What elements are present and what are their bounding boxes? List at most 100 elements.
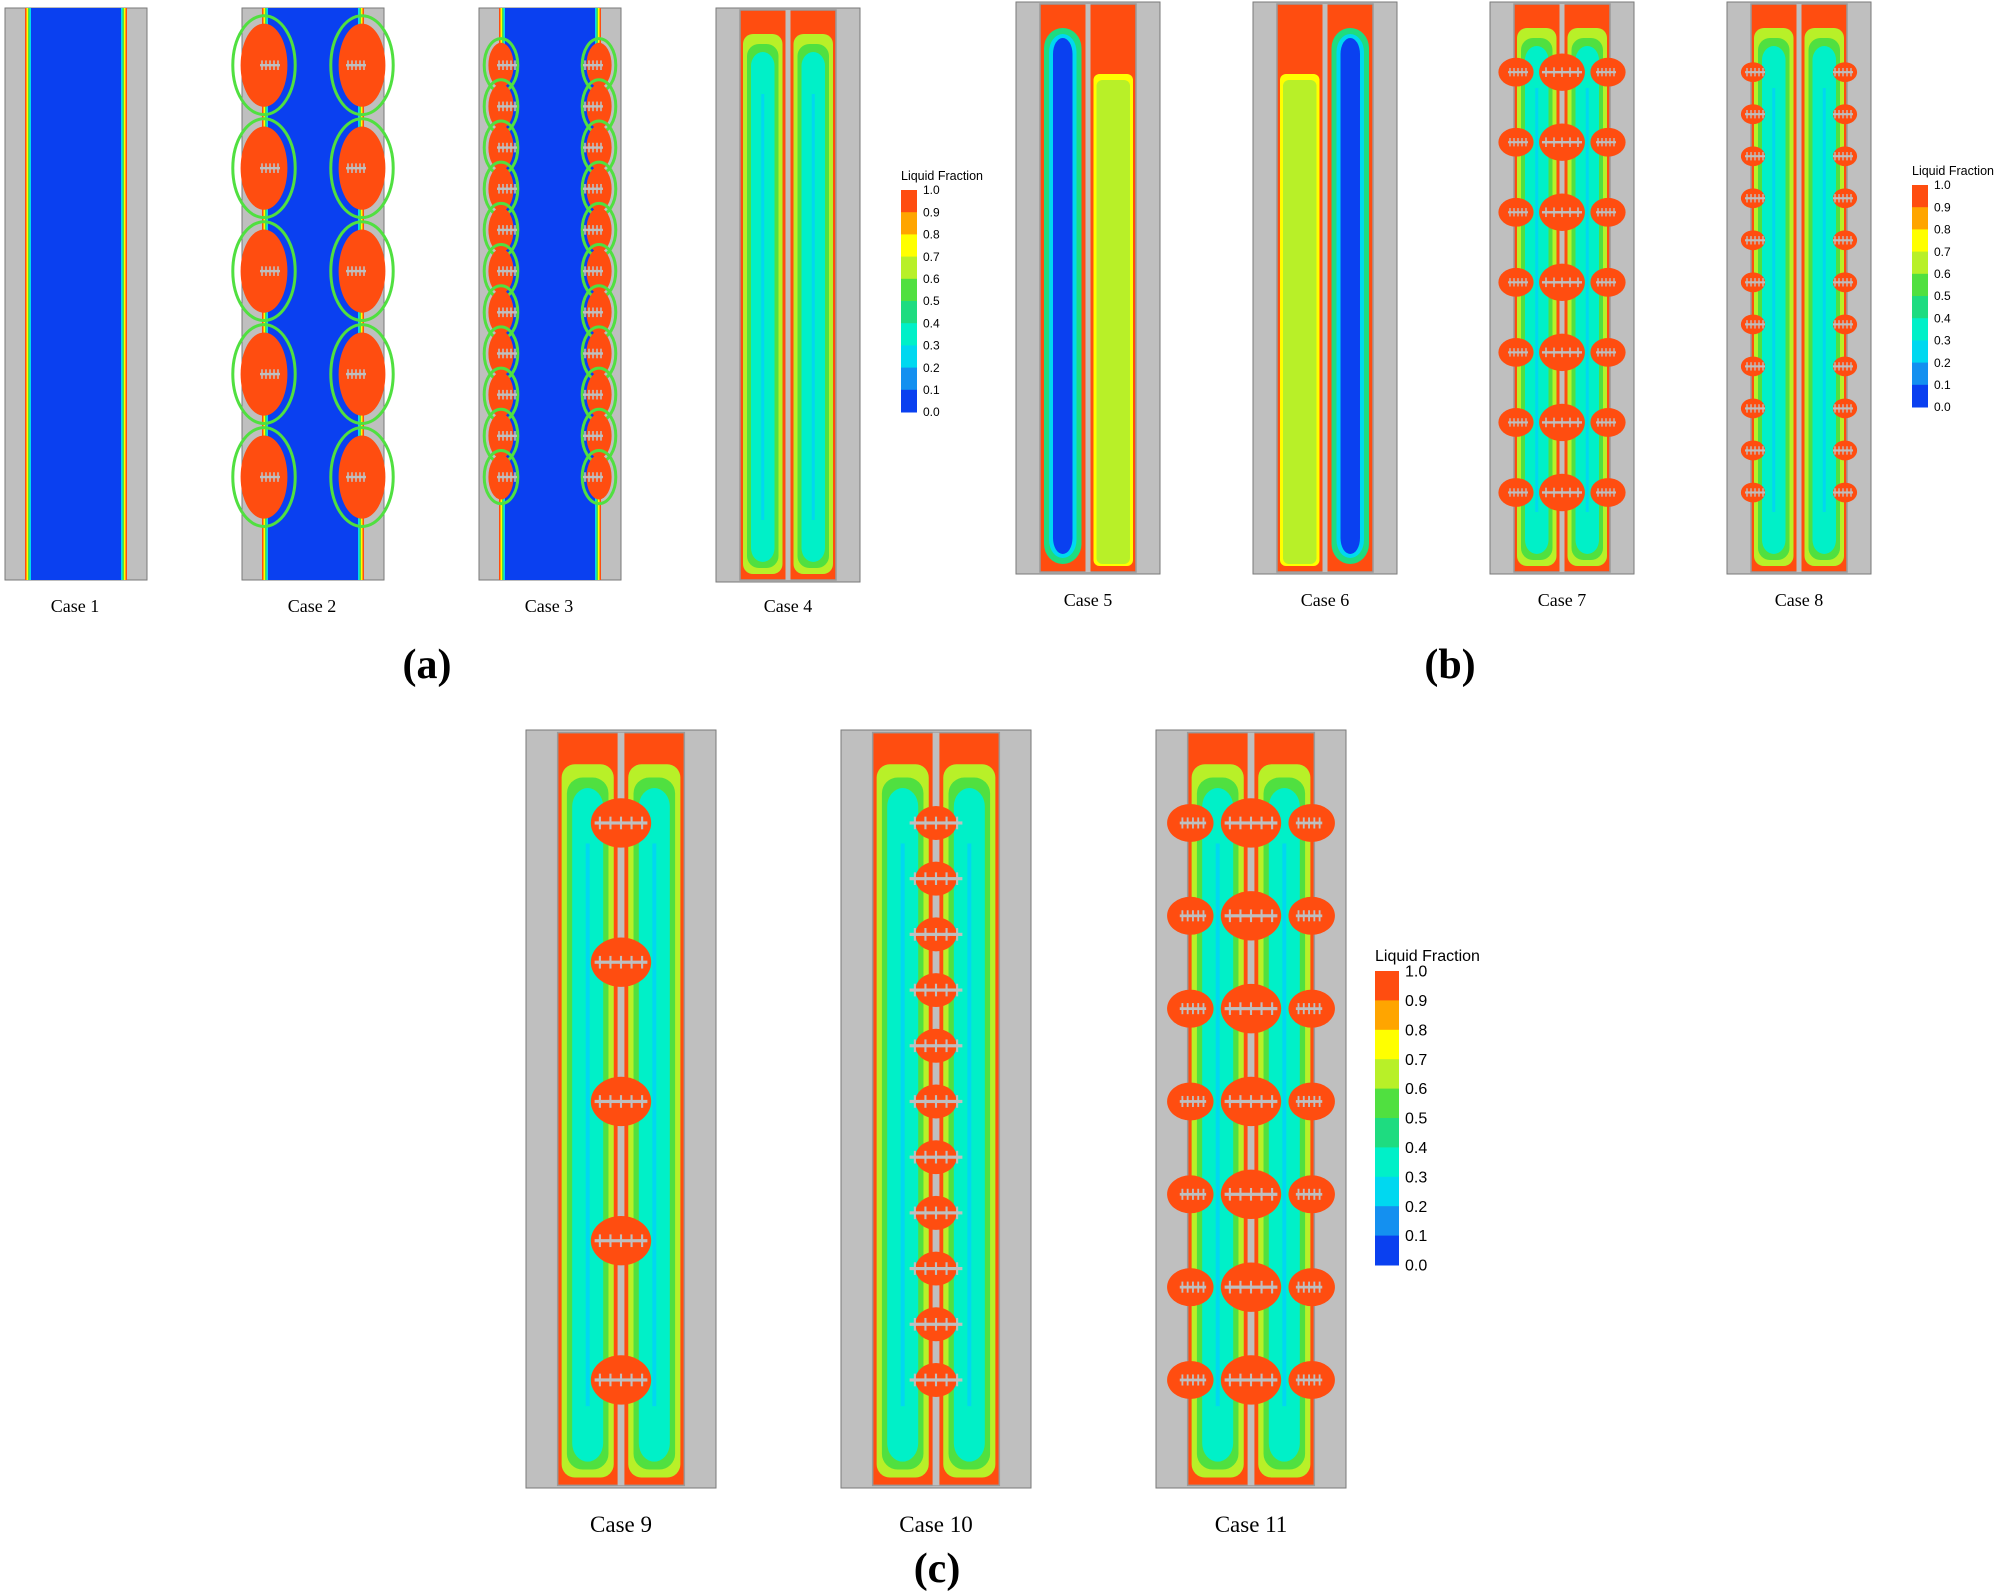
fin-branch	[588, 225, 590, 235]
legend-a: Liquid Fraction1.00.90.80.70.60.50.40.30…	[901, 169, 983, 419]
fin-branch	[588, 348, 590, 359]
legend-tick-label: 0.8	[1934, 223, 1951, 237]
fin-branch	[1609, 348, 1611, 357]
fin-branch	[1762, 362, 1764, 371]
fin-branch	[1517, 488, 1519, 497]
case-label: Case 4	[764, 596, 813, 616]
fin-branch	[1517, 418, 1519, 427]
fin-branch	[502, 266, 504, 276]
fin-branch	[1271, 909, 1274, 923]
fin-branch	[1850, 236, 1852, 245]
fin-branch	[359, 60, 361, 70]
core-streak	[1585, 88, 1589, 512]
fin-branch	[584, 183, 586, 194]
fin-branch	[498, 142, 500, 153]
fin-branch	[1834, 152, 1836, 161]
fin-branch	[1846, 278, 1848, 287]
fin-branch	[934, 872, 938, 886]
fin-branch	[1181, 1095, 1184, 1108]
fin-branch	[1754, 362, 1756, 371]
fin-branch	[1746, 488, 1748, 497]
fin-branch	[913, 1095, 916, 1108]
fin-branch	[1517, 138, 1519, 147]
legend-swatch	[1375, 1000, 1399, 1031]
fin-branch	[1239, 1280, 1242, 1294]
fin-branch	[1569, 67, 1571, 77]
case-label: Case 9	[590, 1512, 652, 1537]
fin-branch	[1762, 488, 1764, 497]
legend-swatch	[901, 323, 917, 346]
fin-branch	[514, 348, 516, 359]
fin-branch	[584, 60, 586, 70]
fin-branch	[1228, 1002, 1231, 1015]
fin-branch	[1318, 1281, 1321, 1293]
fin-branch	[924, 983, 927, 997]
fin-branch	[1834, 446, 1836, 455]
fin-branch	[510, 348, 512, 359]
fin-branch	[1249, 1095, 1253, 1108]
fin-branch	[1202, 1095, 1205, 1108]
fin-branch	[1260, 1002, 1263, 1015]
fin-branch	[1313, 817, 1316, 829]
fin-branch	[1521, 418, 1523, 427]
fin-branch	[956, 1039, 959, 1053]
fin-branch	[514, 307, 516, 318]
melt-front	[329, 426, 395, 528]
legend-tick-label: 0.7	[923, 250, 940, 264]
legend-swatch	[901, 367, 917, 391]
fin-branch	[1846, 404, 1848, 413]
fin-branch	[1513, 208, 1515, 217]
fin-branch	[600, 60, 602, 70]
fin-branch	[502, 142, 504, 153]
fin-branch	[1758, 67, 1760, 77]
fin-branch	[1838, 194, 1840, 203]
fin-branch	[347, 369, 349, 379]
fin-branch	[913, 983, 916, 997]
fin-branch	[956, 928, 959, 941]
fin-branch	[1308, 1281, 1310, 1293]
melt-front	[329, 117, 395, 220]
fin-branch	[619, 816, 623, 830]
fin-branch	[1850, 488, 1852, 497]
fin-branch	[592, 431, 594, 441]
fin-branch	[924, 1039, 927, 1053]
fin-branch	[1192, 1188, 1194, 1200]
fin-branch	[1597, 488, 1599, 497]
melt-layer-left	[29, 8, 31, 580]
fin-branch	[347, 163, 349, 173]
fin-branch	[277, 60, 279, 70]
fin-branch	[1297, 1374, 1300, 1386]
fin-branch	[1850, 194, 1852, 203]
fin-branch	[498, 472, 500, 482]
fin-branch	[934, 928, 938, 941]
fin-branch	[506, 431, 508, 441]
fin-branch	[261, 60, 263, 70]
core-streak	[761, 94, 765, 520]
legend-swatch	[1375, 1118, 1399, 1148]
fin-branch	[1838, 320, 1840, 329]
legend-tick-label: 0.9	[1405, 993, 1427, 1010]
pcm-domain	[25, 8, 127, 580]
legend-tick-label: 0.5	[923, 294, 940, 308]
fin-branch	[1754, 320, 1756, 329]
fin-branch	[600, 431, 602, 441]
fin-branch	[924, 1262, 927, 1275]
fin-branch	[1834, 362, 1836, 371]
fin-branch	[1577, 417, 1579, 428]
legend-swatch	[901, 345, 917, 369]
fin-branch	[913, 872, 916, 886]
fin-branch	[1197, 1095, 1200, 1108]
fin-branch	[265, 163, 267, 173]
fin-branch	[1601, 348, 1603, 357]
legend-swatch	[1375, 1059, 1399, 1090]
fin-branch	[945, 1150, 948, 1164]
fin-branch	[1838, 67, 1840, 77]
yellow-core	[1283, 80, 1317, 564]
fin-branch	[956, 872, 959, 886]
fin-branch	[1513, 418, 1515, 427]
fin-branch	[1834, 194, 1836, 203]
fin-branch	[1750, 152, 1752, 161]
fin-branch	[1545, 67, 1547, 77]
fin-branch	[1302, 910, 1305, 922]
fin-branch	[1186, 1003, 1189, 1015]
